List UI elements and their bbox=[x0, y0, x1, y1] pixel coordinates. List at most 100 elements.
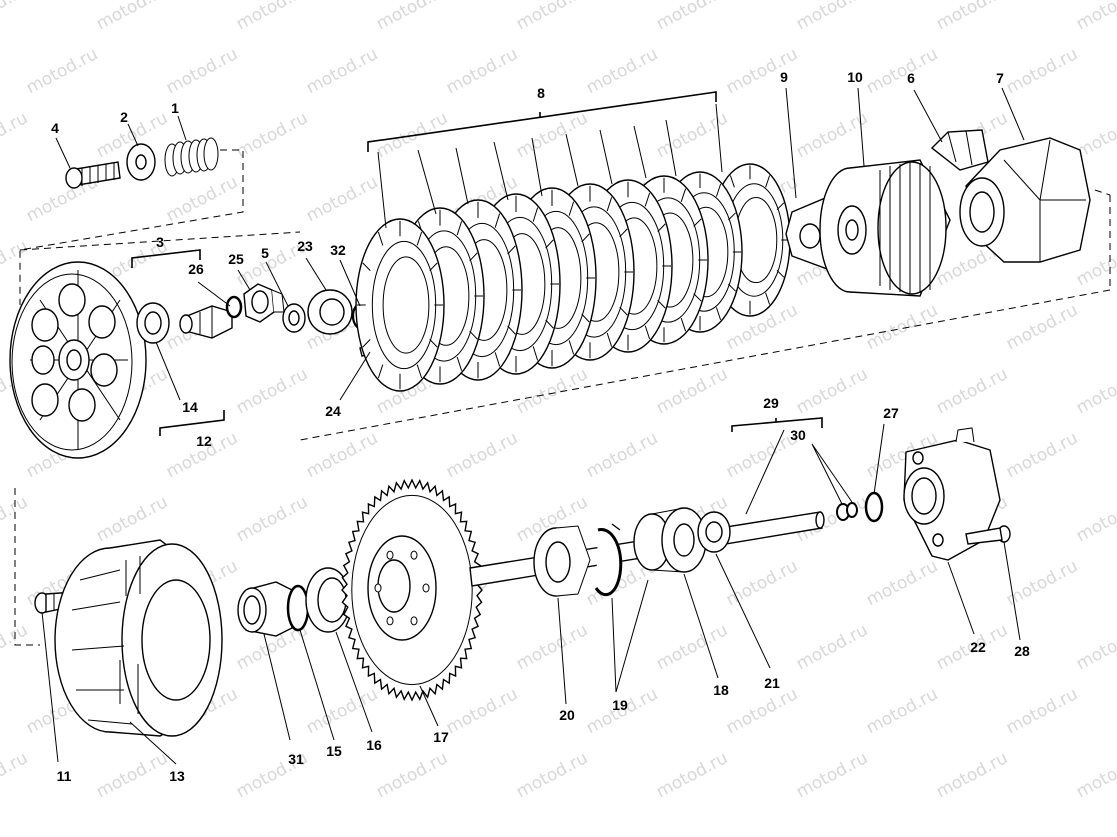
leader-lines bbox=[41, 87, 1025, 765]
watermark-text: motod.ru bbox=[723, 556, 801, 610]
watermark-text: motod.ru bbox=[23, 44, 101, 98]
callout-25: 25 bbox=[228, 251, 244, 267]
watermark-text: motod.ru bbox=[93, 0, 171, 34]
watermark-text: motod.ru bbox=[583, 428, 661, 482]
watermark-text: motod.ru bbox=[863, 300, 941, 354]
watermark-text: motod.ru bbox=[1003, 556, 1081, 610]
assembly-frames bbox=[14, 149, 1111, 646]
part-21-bushing bbox=[697, 511, 731, 553]
callout-11: 11 bbox=[57, 768, 72, 784]
callout-21: 21 bbox=[764, 675, 780, 691]
part-20-bearing bbox=[533, 525, 591, 597]
watermark-text: motod.ru bbox=[933, 0, 1011, 34]
watermark-text: motod.ru bbox=[933, 364, 1011, 418]
part-25-nut bbox=[243, 283, 285, 323]
watermark-text: motod.ru bbox=[513, 0, 591, 34]
callout-22: 22 bbox=[970, 639, 986, 655]
watermark-text: motod.ru bbox=[93, 748, 171, 802]
watermark-text: motod.ru bbox=[1073, 620, 1117, 674]
part-17-primary-gear bbox=[341, 478, 483, 702]
callout-28: 28 bbox=[1014, 643, 1030, 659]
bracket-12 bbox=[159, 410, 225, 436]
watermark-text: motod.ru bbox=[1003, 300, 1081, 354]
watermark-text: motod.ru bbox=[793, 108, 871, 162]
watermark-text: motod.ru bbox=[583, 44, 661, 98]
watermark-text: motod.ru bbox=[373, 0, 451, 34]
part-26-o-ring bbox=[225, 295, 243, 319]
part-4-bolt bbox=[65, 161, 121, 189]
callout-1: 1 bbox=[171, 100, 179, 116]
upper-frame-right bbox=[1094, 189, 1111, 196]
part-31-sleeve bbox=[237, 581, 293, 637]
watermark-text: motod.ru bbox=[513, 748, 591, 802]
upper-frame-line bbox=[19, 195, 1111, 441]
watermark-text: motod.ru bbox=[1073, 364, 1117, 418]
bracket-3 bbox=[131, 249, 201, 268]
watermark-text: motod.ru bbox=[513, 620, 591, 674]
watermark-text: motod.ru bbox=[0, 236, 31, 290]
callout-3: 3 bbox=[156, 234, 164, 250]
watermark-text: motod.ru bbox=[443, 684, 521, 738]
callout-29: 29 bbox=[763, 395, 779, 411]
callout-5: 5 bbox=[261, 245, 269, 261]
gear-rivet bbox=[410, 616, 418, 626]
watermark-text: motod.ru bbox=[793, 364, 871, 418]
callout-23: 23 bbox=[297, 238, 313, 254]
watermark-text: motod.ru bbox=[303, 428, 381, 482]
callout-4: 4 bbox=[51, 120, 59, 136]
watermark-text: motod.ru bbox=[1073, 748, 1117, 802]
part-5-washer bbox=[282, 303, 306, 333]
gear-rivet bbox=[386, 550, 394, 560]
watermark-text: motod.ru bbox=[793, 620, 871, 674]
watermark-text: motod.ru bbox=[373, 748, 451, 802]
part-10-clutch-hub bbox=[819, 159, 951, 297]
part-6-damper bbox=[930, 129, 989, 171]
watermark-text: motod.ru bbox=[0, 620, 31, 674]
part-30-rings bbox=[836, 502, 858, 521]
watermark-text: motod.ru bbox=[163, 44, 241, 98]
callout-17: 17 bbox=[433, 729, 449, 745]
watermark-text: motod.ru bbox=[793, 748, 871, 802]
part-18-bearing bbox=[633, 507, 707, 573]
watermark-text: motod.ru bbox=[1003, 684, 1081, 738]
watermark-text: motod.ru bbox=[303, 172, 381, 226]
watermark-text: motod.ru bbox=[863, 556, 941, 610]
watermark-text: motod.ru bbox=[1073, 492, 1117, 546]
watermark-text: motod.ru bbox=[233, 492, 311, 546]
watermark-text: motod.ru bbox=[0, 492, 31, 546]
callout-8: 8 bbox=[537, 85, 545, 101]
watermark-text: motod.ru bbox=[233, 0, 311, 34]
gear-rivet bbox=[410, 550, 418, 560]
watermark-text: motod.ru bbox=[793, 0, 871, 34]
watermark-text: motod.ru bbox=[0, 108, 31, 162]
callout-24: 24 bbox=[325, 403, 341, 419]
callout-30: 30 bbox=[790, 427, 806, 443]
watermark-text: motod.ru bbox=[303, 44, 381, 98]
watermark-text: motod.ru bbox=[0, 748, 31, 802]
part-7-outer-housing bbox=[959, 137, 1091, 263]
clutch-plate bbox=[355, 218, 445, 392]
callout-19: 19 bbox=[612, 697, 628, 713]
watermark-text: motod.ru bbox=[863, 684, 941, 738]
gear-rivet bbox=[374, 583, 382, 593]
callout-6: 6 bbox=[907, 70, 915, 86]
watermark-text: motod.ru bbox=[653, 0, 731, 34]
watermark-text: motod.ru bbox=[1073, 0, 1117, 34]
watermark-text: motod.ru bbox=[653, 108, 731, 162]
watermark-text: motod.ru bbox=[723, 684, 801, 738]
callout-2: 2 bbox=[120, 109, 128, 125]
watermark-text: motod.ru bbox=[653, 748, 731, 802]
brackets bbox=[131, 91, 823, 436]
callout-9: 9 bbox=[780, 69, 788, 85]
part-15-ring bbox=[286, 584, 310, 632]
part-14-bearing bbox=[136, 302, 170, 344]
watermark-text: motod.ru bbox=[0, 0, 31, 34]
watermark-text: motod.ru bbox=[443, 44, 521, 98]
part-3-pushrod-tip bbox=[179, 305, 233, 339]
watermark-text: motod.ru bbox=[303, 684, 381, 738]
watermark-text: motod.ru bbox=[653, 364, 731, 418]
part-1-spring bbox=[164, 137, 219, 177]
callout-7: 7 bbox=[996, 70, 1004, 86]
